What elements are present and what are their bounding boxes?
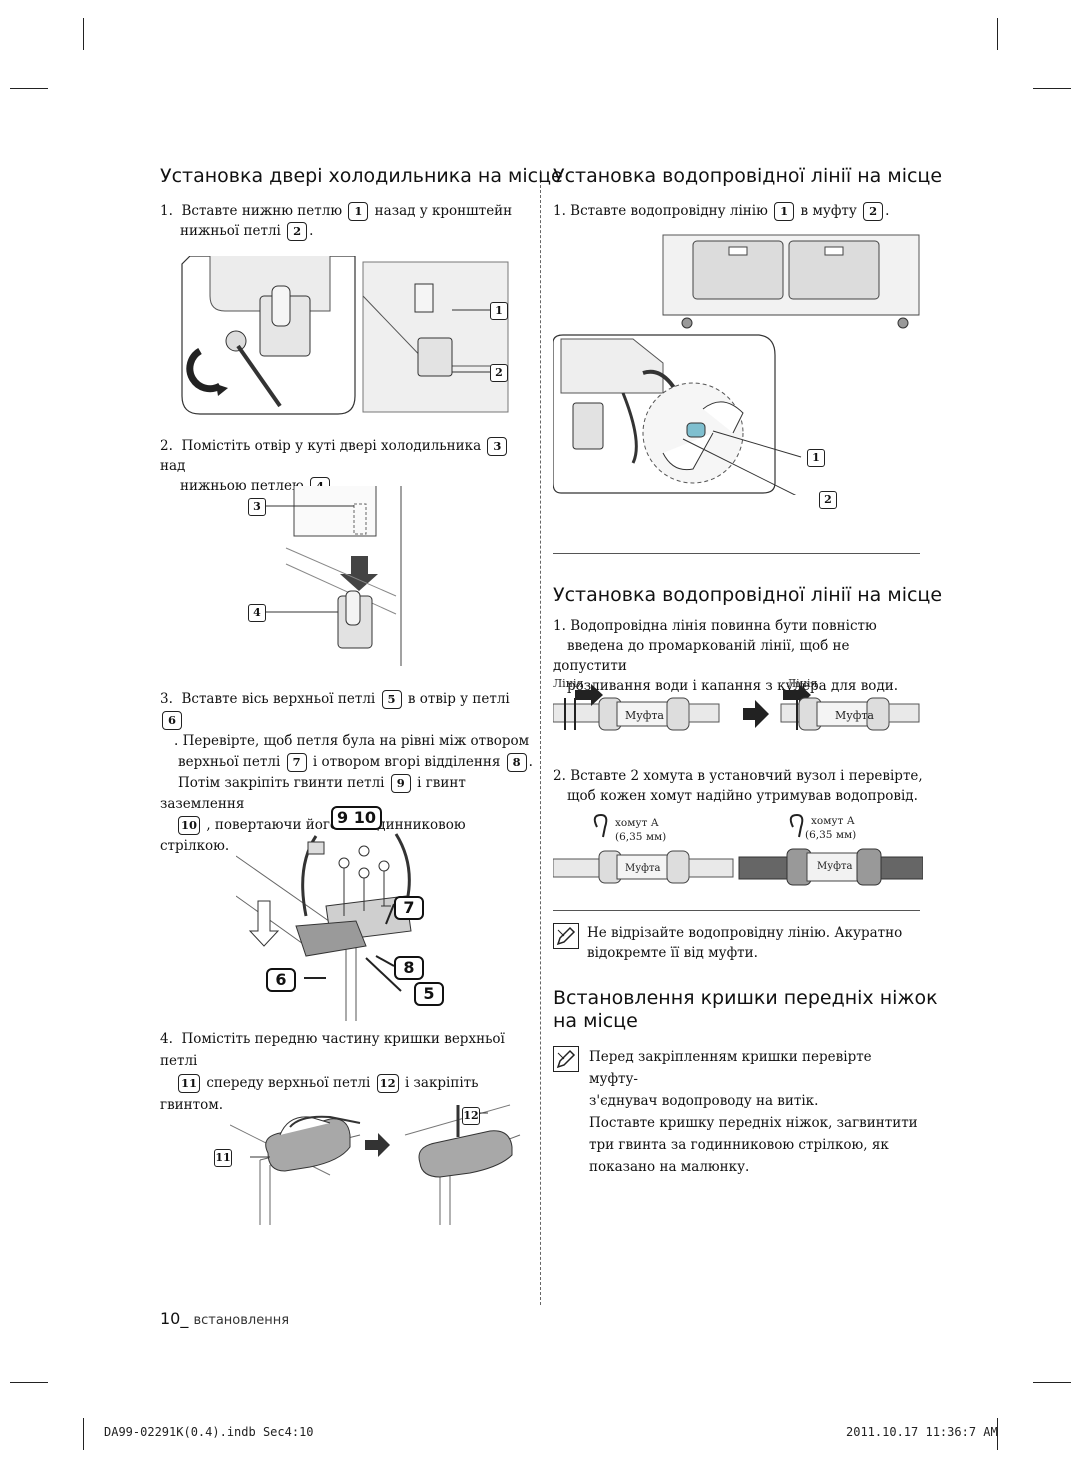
step-1-text: 1. Вставте нижню петлю 1 назад у кронште… [160,202,513,241]
crop-mark [83,18,84,50]
crop-mark [997,18,998,50]
page-number: 10_ [160,1309,189,1328]
step-3-text: 3. Вставте вісь верхньої петлі 5 в отвір… [160,690,533,854]
clamp-figure: хомут А (6,35 мм) хомут А (6,35 мм) Муфт… [552,813,924,891]
note-icon [553,1046,579,1072]
callout-4: 4 [248,604,266,622]
step-2-text: 2. Помістіть отвір у куті двері холодиль… [160,436,535,496]
clamp-size: (6,35 мм) [805,829,857,841]
note-no-cut: Не відрізайте водопровідну лінію. Акурат… [587,925,903,961]
note-icon [553,923,579,949]
callout-ref: 12 [376,1074,399,1093]
callout-ref: 5 [381,690,402,709]
section-title-waterline-2: Установка водопровідної лінії на місце [553,584,943,606]
crop-mark [83,1418,84,1450]
callout-5: 5 [414,982,444,1006]
coupling-label: Муфта [625,709,664,722]
upper-hinge-figure: 9 10 7 6 8 5 [235,806,444,1021]
callout-7: 7 [394,896,424,920]
callout-ref: 6 [162,711,182,730]
callout-2: 2 [819,491,837,509]
hinge-bracket-figure: 1 2 [180,255,510,426]
hinge-cover-figure: 11 12 [214,1095,530,1225]
waterline-clamp-step-2: 2. Вставте 2 хомута в установчий вузол і… [553,768,923,804]
waterline-coupling-figure: 1 2 [552,233,923,509]
waterline-step-1: 1. Вставте водопровідну лінію 1 в муфту … [553,202,890,221]
imprint-date: 2011.10.17 11:36:7 AM [846,1425,998,1439]
note-leg-cover: Перед закріпленням кришки перевірте муфт… [589,1049,918,1175]
clamp-size: (6,35 мм) [615,831,667,843]
callout-ref: 7 [286,753,307,772]
crop-mark [997,1418,998,1450]
line-mark-figure: Лінія Лінія Муфта Муфта [552,676,923,738]
line-label-left: Лінія [553,677,584,690]
step-4-text: 4. Помістіть передню частину кришки верх… [160,1031,505,1113]
callout-11: 11 [214,1149,232,1167]
waterline-line-step-1: 1. Водопровідна лінія повинна бути повні… [553,618,899,694]
footer-section: встановлення [193,1313,290,1328]
clamp-label: хомут А [811,815,855,827]
crop-mark [10,1382,48,1383]
crop-mark [1033,88,1071,89]
divider [553,910,920,911]
callout-6: 6 [266,968,296,992]
column-divider [540,170,541,1305]
page-footer: 10_ встановлення [160,1309,289,1328]
clamp-label: хомут А [615,817,659,829]
callout-ref: 9 [390,774,411,793]
callout-ref: 2 [287,222,308,241]
crop-mark [10,88,48,89]
callout-2: 2 [490,364,508,382]
callout-ref: 8 [506,753,527,772]
callout-9-10: 9 10 [331,806,382,830]
door-lowering-figure: 3 4 [246,486,416,668]
coupling-label: Муфта [625,863,661,874]
callout-ref: 11 [178,1074,201,1093]
coupling-label: Муфта [817,861,853,872]
callout-1: 1 [490,302,508,320]
callout-3: 3 [248,498,266,516]
callout-12: 12 [462,1107,480,1125]
callout-ref: 10 [178,816,201,835]
callout-ref: 3 [487,437,508,456]
line-label-right: Лінія [787,677,818,690]
coupling-label: Муфта [835,709,874,722]
callout-ref: 1 [348,202,369,221]
callout-1: 1 [807,449,825,467]
callout-ref: 1 [774,202,795,221]
section-title-waterline-1: Установка водопровідної лінії на місце [553,165,943,187]
callout-ref: 2 [863,202,884,221]
callout-8: 8 [394,956,424,980]
section-title-door: Установка двері холодильника на місце [160,165,563,187]
divider [553,553,920,554]
crop-mark [1033,1382,1071,1383]
imprint-file: DA99-02291K(0.4).indb Sec4:10 [104,1425,314,1439]
